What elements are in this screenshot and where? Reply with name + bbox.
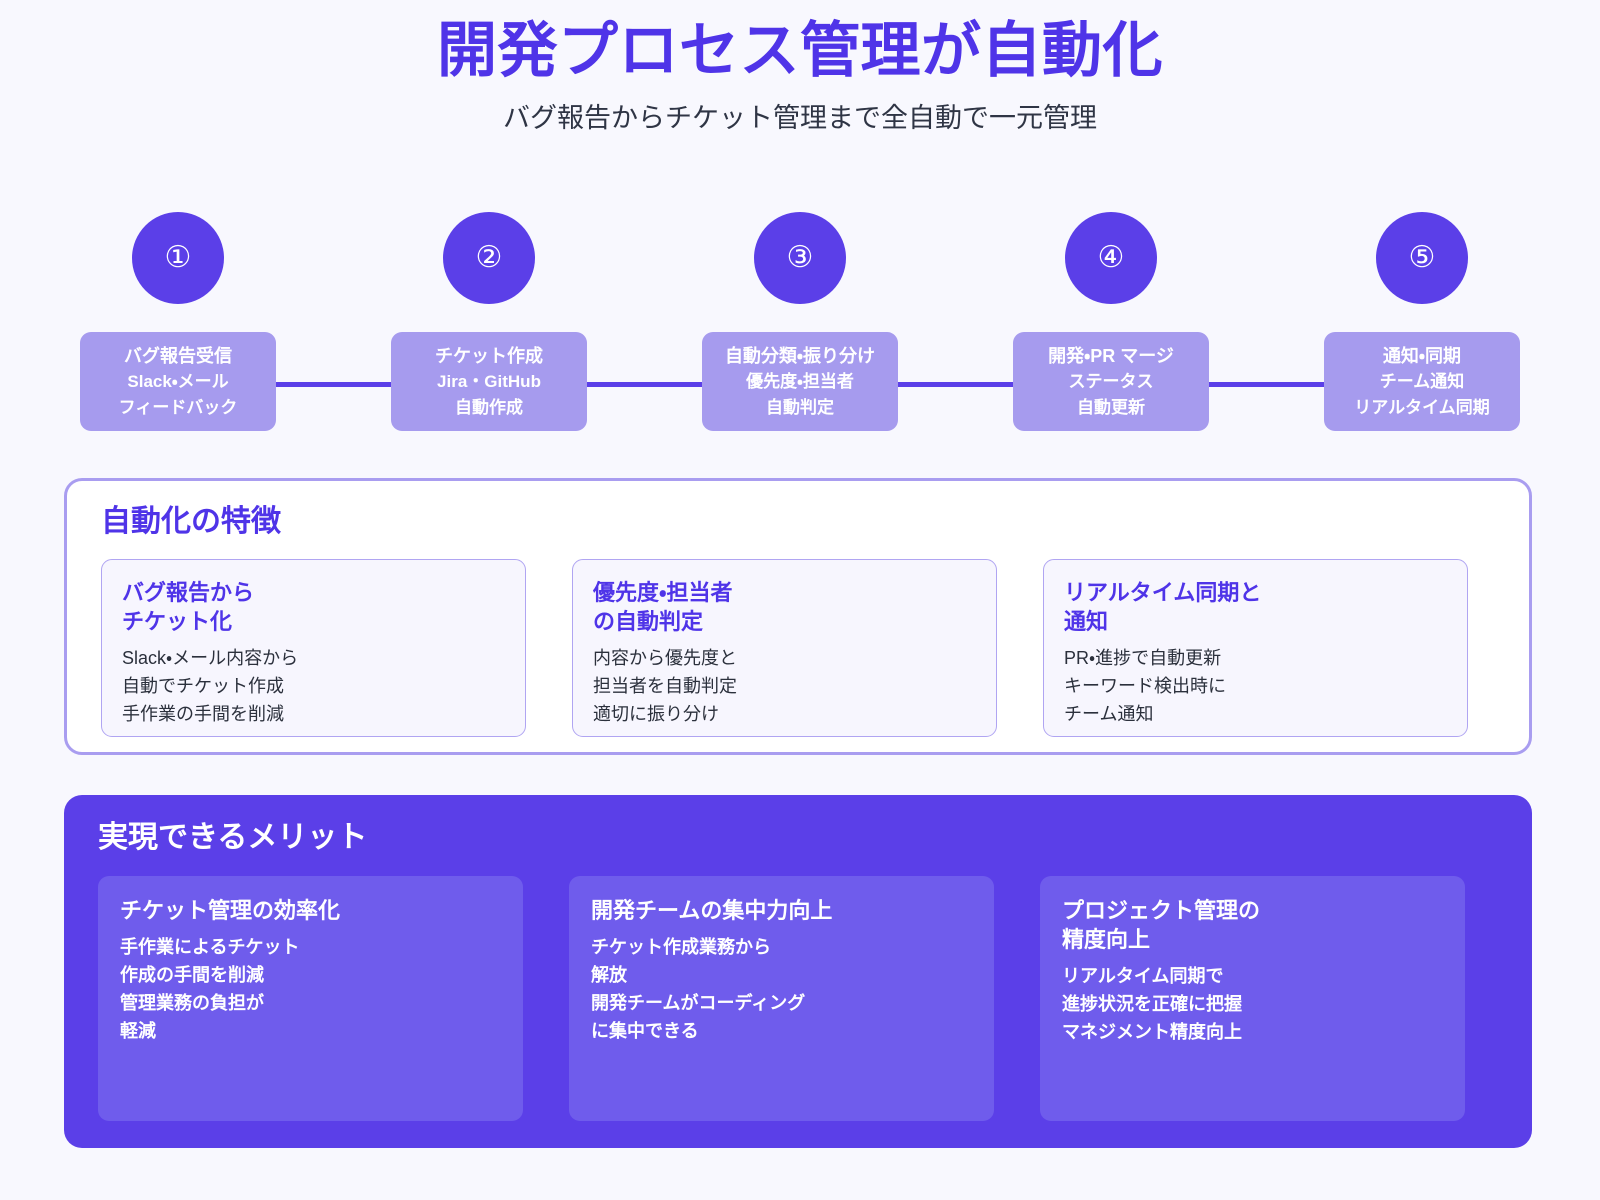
benefit-card-1-body: 手作業によるチケット 作成の手間を削減 管理業務の負担が 軽減 [120, 936, 300, 1041]
flow-step-5-subline2: リアルタイム同期 [1354, 397, 1490, 417]
page-subtitle: バグ報告からチケット管理まで全自動で一元管理 [503, 103, 1097, 133]
benefits-card-row: チケット管理の効率化 手作業によるチケット 作成の手間を削減 管理業務の負担が … [98, 875, 1498, 1121]
feature-card-1[interactable]: バグ報告から チケット化 Slack・メール内容から 自動でチケット作成 手作業… [101, 558, 526, 737]
flow-step-5-box[interactable]: 通知・同期 チーム通知 リアルタイム同期 [1324, 332, 1520, 432]
flow-step-3-box[interactable]: 自動分類・振り分け 優先度・担当者 自動判定 [702, 332, 898, 432]
flow-step-3[interactable]: ③ 自動分類・振り分け 優先度・担当者 自動判定 [702, 212, 898, 432]
flow-step-1-subline1: Slack・メール [127, 372, 229, 392]
feature-card-2-body: 内容から優先度と 担当者を自動判定 適切に振り分け [593, 648, 737, 725]
flow-step-1-title: バグ報告受信 [124, 346, 232, 367]
feature-card-1-body: Slack・メール内容から 自動でチケット作成 手作業の手間を削減 [122, 648, 299, 725]
flow-step-2-subline2: 自動作成 [455, 397, 523, 417]
features-card-row: バグ報告から チケット化 Slack・メール内容から 自動でチケット作成 手作業… [101, 558, 1495, 737]
flow-connector-4-5 [1209, 382, 1324, 388]
process-flow: ① バグ報告受信 Slack・メール フィードバック ② チケット作成 Jira… [80, 212, 1520, 432]
flow-connector-3-4 [898, 382, 1013, 388]
flow-step-1-subline2: フィードバック [118, 397, 238, 417]
circled-number-5-icon: ⑤ [1376, 212, 1468, 305]
flow-step-5-subline1: チーム通知 [1379, 372, 1465, 392]
benefit-card-1[interactable]: チケット管理の効率化 手作業によるチケット 作成の手間を削減 管理業務の負担が … [98, 875, 523, 1121]
feature-card-3-title: リアルタイム同期と 通知 [1064, 579, 1262, 634]
benefit-card-3-body: リアルタイム同期で 進捗状況を正確に把握 マネジメント精度向上 [1062, 966, 1242, 1043]
flow-step-track: ① バグ報告受信 Slack・メール フィードバック ② チケット作成 Jira… [80, 212, 1520, 432]
feature-card-2[interactable]: 優先度・担当者 の自動判定 内容から優先度と 担当者を自動判定 適切に振り分け [572, 558, 997, 737]
flow-step-1[interactable]: ① バグ報告受信 Slack・メール フィードバック [80, 212, 276, 432]
flow-connector-2-3 [587, 382, 702, 388]
flow-step-4-title: 開発・PR マージ [1048, 346, 1174, 367]
flow-step-2[interactable]: ② チケット作成 Jira・GitHub 自動作成 [391, 212, 587, 432]
flow-step-1-box[interactable]: バグ報告受信 Slack・メール フィードバック [80, 332, 276, 432]
flow-step-5-title: 通知・同期 [1382, 346, 1462, 367]
feature-card-2-title: 優先度・担当者 の自動判定 [593, 579, 733, 634]
flow-step-2-box[interactable]: チケット作成 Jira・GitHub 自動作成 [391, 332, 587, 432]
flow-step-3-subline2: 自動判定 [766, 397, 834, 417]
flow-step-2-title: チケット作成 [435, 346, 543, 367]
feature-card-3[interactable]: リアルタイム同期と 通知 PR・進捗で自動更新 キーワード検出時に チーム通知 [1043, 558, 1468, 737]
benefit-card-3-title: プロジェクト管理の 精度向上 [1062, 897, 1261, 952]
feature-card-1-title: バグ報告から チケット化 [122, 579, 255, 634]
circled-number-3-icon: ③ [754, 212, 846, 305]
circled-number-4-icon: ④ [1065, 212, 1157, 305]
benefit-card-2[interactable]: 開発チームの集中力向上 チケット作成業務から 解放 開発チームがコーディング に… [569, 875, 994, 1121]
flow-step-4-subline2: 自動更新 [1077, 397, 1145, 417]
page-title: 開発プロセス管理が自動化 [437, 17, 1163, 84]
features-heading: 自動化の特徴 [101, 505, 281, 538]
flow-step-4[interactable]: ④ 開発・PR マージ ステータス 自動更新 [1013, 212, 1209, 432]
flow-step-2-subline1: Jira・GitHub [437, 372, 541, 392]
flow-step-4-subline1: ステータス [1068, 372, 1154, 392]
flow-step-3-title: 自動分類・振り分け [724, 346, 876, 367]
features-panel: 自動化の特徴 バグ報告から チケット化 Slack・メール内容から 自動でチケッ… [64, 478, 1532, 755]
flow-step-3-subline1: 優先度・担当者 [746, 372, 854, 392]
header: 開発プロセス管理が自動化 バグ報告からチケット管理まで全自動で一元管理 [0, 0, 1600, 136]
benefits-heading: 実現できるメリット [98, 821, 368, 854]
flow-step-5[interactable]: ⑤ 通知・同期 チーム通知 リアルタイム同期 [1324, 212, 1520, 432]
benefit-card-3[interactable]: プロジェクト管理の 精度向上 リアルタイム同期で 進捗状況を正確に把握 マネジメ… [1040, 875, 1465, 1121]
benefits-panel: 実現できるメリット チケット管理の効率化 手作業によるチケット 作成の手間を削減… [64, 795, 1532, 1148]
flow-step-4-box[interactable]: 開発・PR マージ ステータス 自動更新 [1013, 332, 1209, 432]
flow-connector-1-2 [276, 382, 391, 388]
benefit-card-2-body: チケット作成業務から 解放 開発チームがコーディング に集中できる [591, 936, 806, 1041]
circled-number-2-icon: ② [443, 212, 535, 305]
circled-number-1-icon: ① [132, 212, 224, 305]
feature-card-3-body: PR・進捗で自動更新 キーワード検出時に チーム通知 [1064, 648, 1226, 725]
benefit-card-2-title: 開発チームの集中力向上 [591, 897, 833, 923]
benefit-card-1-title: チケット管理の効率化 [120, 897, 341, 923]
